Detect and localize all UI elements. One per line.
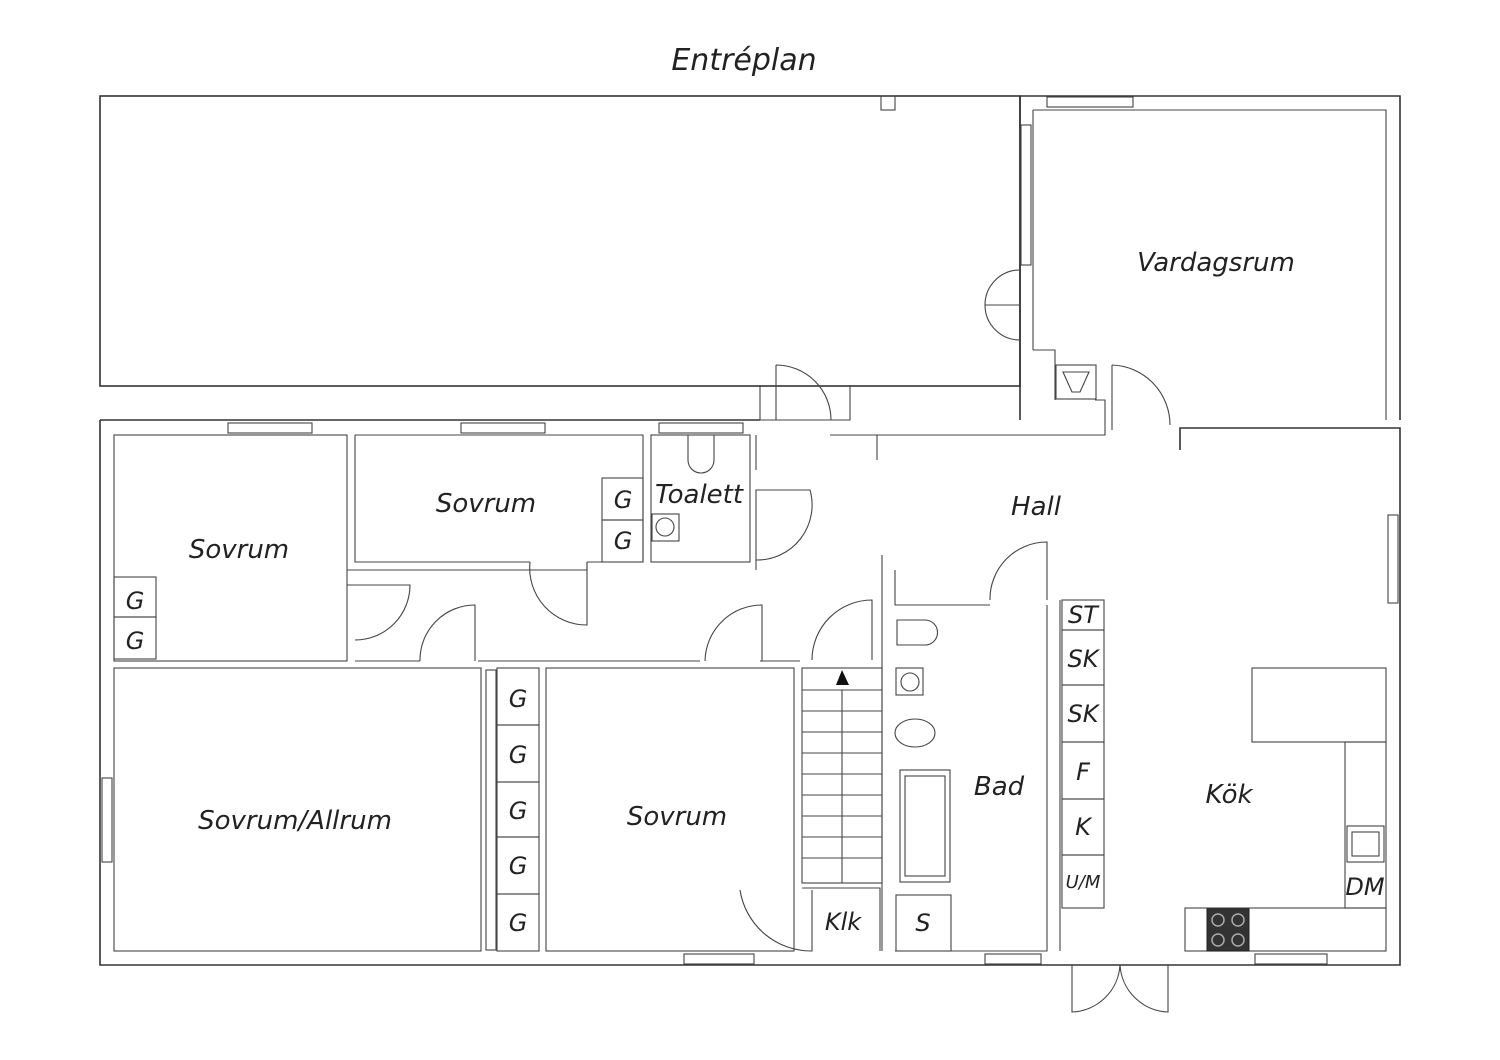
room-label-klk: Klk <box>825 908 862 936</box>
bedroom-allrum-walls <box>113 667 482 952</box>
kitchen-unit-label: ST <box>1068 601 1100 629</box>
window <box>1387 514 1399 604</box>
kitchen-unit-label: F <box>1076 758 1091 786</box>
outer-wall-lower <box>99 419 1401 966</box>
bidet <box>894 718 936 748</box>
window <box>460 422 546 434</box>
corridor-walls <box>347 562 800 662</box>
window <box>984 953 1042 965</box>
window <box>1020 124 1032 266</box>
stair-step-wall <box>1033 349 1056 400</box>
door <box>704 604 763 662</box>
kitchen-label-dm: DM <box>1345 873 1384 901</box>
door <box>347 584 411 641</box>
room-label-sovrum-allrum: Sovrum/Allrum <box>198 806 392 836</box>
wardrobe-g <box>601 519 644 563</box>
closet-label-g: G <box>509 741 528 769</box>
room-label-toalett: Toalett <box>655 480 744 510</box>
door <box>755 489 813 561</box>
plan-title: Entréplan <box>671 43 816 78</box>
closet-label-g: G <box>509 797 528 825</box>
entrance-door <box>1071 964 1169 1013</box>
door <box>811 599 873 661</box>
closet-label-g: G <box>614 527 633 555</box>
door <box>1111 364 1171 430</box>
room-label-sovrum-left: Sovrum <box>189 535 289 565</box>
window <box>658 422 744 434</box>
kitchen-unit-label: U/M <box>1066 872 1101 893</box>
sink-basin <box>900 672 920 692</box>
door <box>775 364 832 421</box>
kitchen-sink <box>1346 825 1385 863</box>
garage-post <box>880 95 896 111</box>
kitchen-sink-basin <box>1351 831 1380 857</box>
living-room-outer-wall <box>1019 95 1401 420</box>
window <box>1254 953 1328 965</box>
living-room-inner-wall <box>1032 109 1387 420</box>
kitchen-unit-label: SK <box>1068 645 1101 673</box>
wardrobe-column <box>496 667 540 952</box>
bathtub <box>899 769 951 883</box>
sink-basin <box>655 517 675 537</box>
room-label-sovrum-top: Sovrum <box>436 489 536 519</box>
closet-label-s: S <box>915 909 930 937</box>
room-label-sovrum-middle: Sovrum <box>627 802 727 832</box>
door <box>989 541 1048 601</box>
garage-area <box>99 95 1021 387</box>
bedroom-middle-walls <box>545 667 795 952</box>
closet-label-g: G <box>126 587 145 615</box>
kitchen-unit-label: SK <box>1068 700 1101 728</box>
kitchen-counter-bottom <box>1184 907 1387 952</box>
bathroom-walls <box>881 555 1048 952</box>
sink <box>895 667 924 696</box>
fireplace <box>1055 364 1097 400</box>
room-label-vardagsrum: Vardagsrum <box>1137 248 1295 278</box>
hall-wall-top <box>759 385 1106 436</box>
sink <box>651 513 680 542</box>
sliding-door-rail <box>485 669 497 951</box>
closet-label-g: G <box>509 909 528 937</box>
closet-label-g: G <box>126 627 145 655</box>
bedroom-left-walls <box>113 434 348 662</box>
door <box>529 561 588 626</box>
room-label-bad: Bad <box>974 772 1025 802</box>
room-label-kok: Kök <box>1205 780 1253 810</box>
door <box>419 604 476 662</box>
window <box>683 953 755 965</box>
toilet-bowl <box>896 619 939 646</box>
window <box>1046 96 1134 108</box>
room-label-hall: Hall <box>1011 492 1062 522</box>
window <box>227 422 313 434</box>
window <box>101 777 113 863</box>
kitchen-island <box>1251 667 1387 743</box>
kitchen-unit-column <box>1061 599 1105 909</box>
staircase <box>801 667 883 884</box>
fireplace-inner <box>1062 371 1090 393</box>
double-door <box>984 269 1021 341</box>
toilet-bowl <box>687 434 715 474</box>
closet-label-g: G <box>614 486 633 514</box>
closet-s <box>895 894 952 952</box>
bathtub-inner <box>904 775 946 877</box>
wardrobe-g <box>113 616 157 660</box>
stove <box>1206 908 1250 952</box>
closet-label-g: G <box>509 852 528 880</box>
kitchen-unit-label: K <box>1075 813 1093 841</box>
closet-klk-walls <box>739 887 881 952</box>
closet-label-g: G <box>509 685 528 713</box>
